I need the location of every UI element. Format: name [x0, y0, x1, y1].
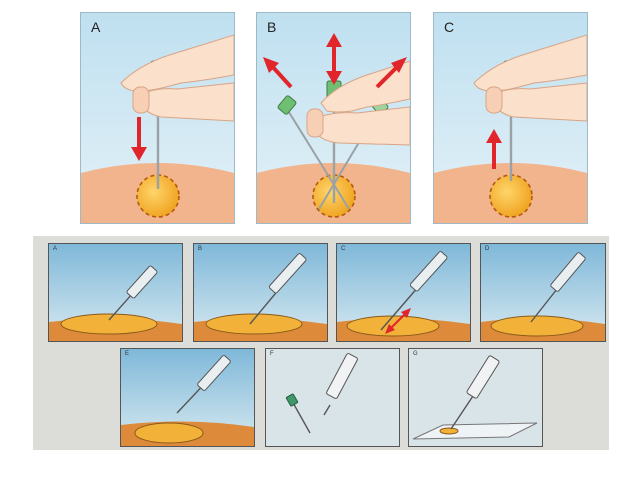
bottom-panel-a: A — [48, 243, 183, 342]
bottom-panel-d: D — [480, 243, 606, 342]
bottom-panel-b: B — [193, 243, 328, 342]
fna-step-a-illustration — [81, 13, 234, 223]
lesion-ellipse — [60, 313, 158, 335]
panel-label: A — [91, 19, 101, 35]
syringe-icon — [550, 252, 586, 292]
panel-label: C — [341, 246, 346, 252]
top-panel-b: B — [256, 12, 411, 224]
panel-label: E — [125, 351, 130, 357]
red-arrow-icon — [375, 63, 401, 89]
bottom-panel-g: G — [408, 348, 543, 447]
bottom-panel-f: F — [265, 348, 400, 447]
panel-label: G — [413, 351, 418, 357]
syringe-icon — [268, 253, 307, 294]
needle-icon — [291, 400, 311, 434]
panel-label: D — [485, 246, 490, 252]
red-arrow-icon — [390, 313, 406, 329]
needle-icon — [380, 285, 420, 331]
fna-step-c-illustration — [434, 13, 587, 223]
needle-icon — [249, 287, 281, 325]
top-panel-a: A — [80, 12, 235, 224]
needle-icon — [450, 392, 476, 430]
fna-step-b-illustration — [257, 13, 410, 223]
syringe-icon — [326, 353, 358, 399]
red-arrow-icon — [269, 63, 293, 89]
panel-label: A — [53, 246, 58, 252]
needle-icon — [286, 108, 350, 210]
panel-label: B — [267, 19, 277, 35]
panel-label: F — [270, 351, 274, 357]
top-panel-c: C — [433, 12, 588, 224]
bottom-panel-e: E — [120, 348, 255, 447]
syringe-icon — [126, 265, 158, 299]
panel-label: C — [444, 19, 455, 35]
glass-slide-icon — [412, 422, 538, 440]
syringe-icon — [409, 251, 448, 292]
syringe-icon — [197, 355, 231, 391]
bottom-panel-c: C — [336, 243, 471, 342]
syringe-icon — [466, 355, 500, 399]
panel-label: B — [198, 246, 203, 252]
